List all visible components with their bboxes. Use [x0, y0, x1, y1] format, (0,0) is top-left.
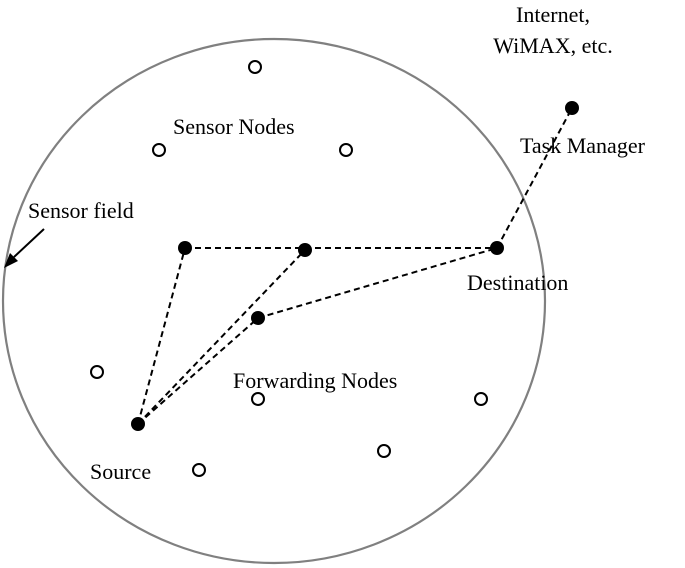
- routing-paths: [137, 107, 573, 425]
- forwarding-node: [178, 241, 192, 255]
- path-source-to-forwarder-2: [137, 249, 306, 425]
- active-nodes: [131, 101, 579, 431]
- sensor-node: [90, 365, 104, 379]
- sensor-field-label: Sensor field: [28, 198, 134, 223]
- path-source-to-forwarder-3: [137, 317, 259, 425]
- path-destination-to-task-manager: [496, 107, 573, 249]
- internet-label-line1: Internet,: [516, 2, 590, 27]
- sensor-node: [377, 444, 391, 458]
- destination-label: Destination: [467, 270, 568, 295]
- sensor-node: [152, 143, 166, 157]
- sensor-node: [251, 392, 265, 406]
- internet-label-line2: WiMAX, etc.: [493, 33, 612, 58]
- sensor-field-arrow: [4, 228, 45, 268]
- idle-sensor-nodes: [90, 60, 488, 477]
- forwarding-node: [298, 243, 312, 257]
- sensor-node: [192, 463, 206, 477]
- task-manager-label: Task Manager: [520, 133, 646, 158]
- forwarding-nodes-label: Forwarding Nodes: [233, 368, 397, 393]
- source-label: Source: [90, 459, 151, 484]
- path-forwarder-3-to-destination: [257, 247, 498, 319]
- sensor-field-circle: [1, 37, 547, 565]
- sensor-node: [474, 392, 488, 406]
- sensor-nodes-label: Sensor Nodes: [173, 114, 295, 139]
- forwarding-node: [251, 311, 265, 325]
- task-manager-node: [565, 101, 579, 115]
- path-source-to-forwarder-1: [137, 247, 186, 425]
- sensor-node: [248, 60, 262, 74]
- sensor-node: [339, 143, 353, 157]
- destination-node: [490, 241, 504, 255]
- source-node: [131, 417, 145, 431]
